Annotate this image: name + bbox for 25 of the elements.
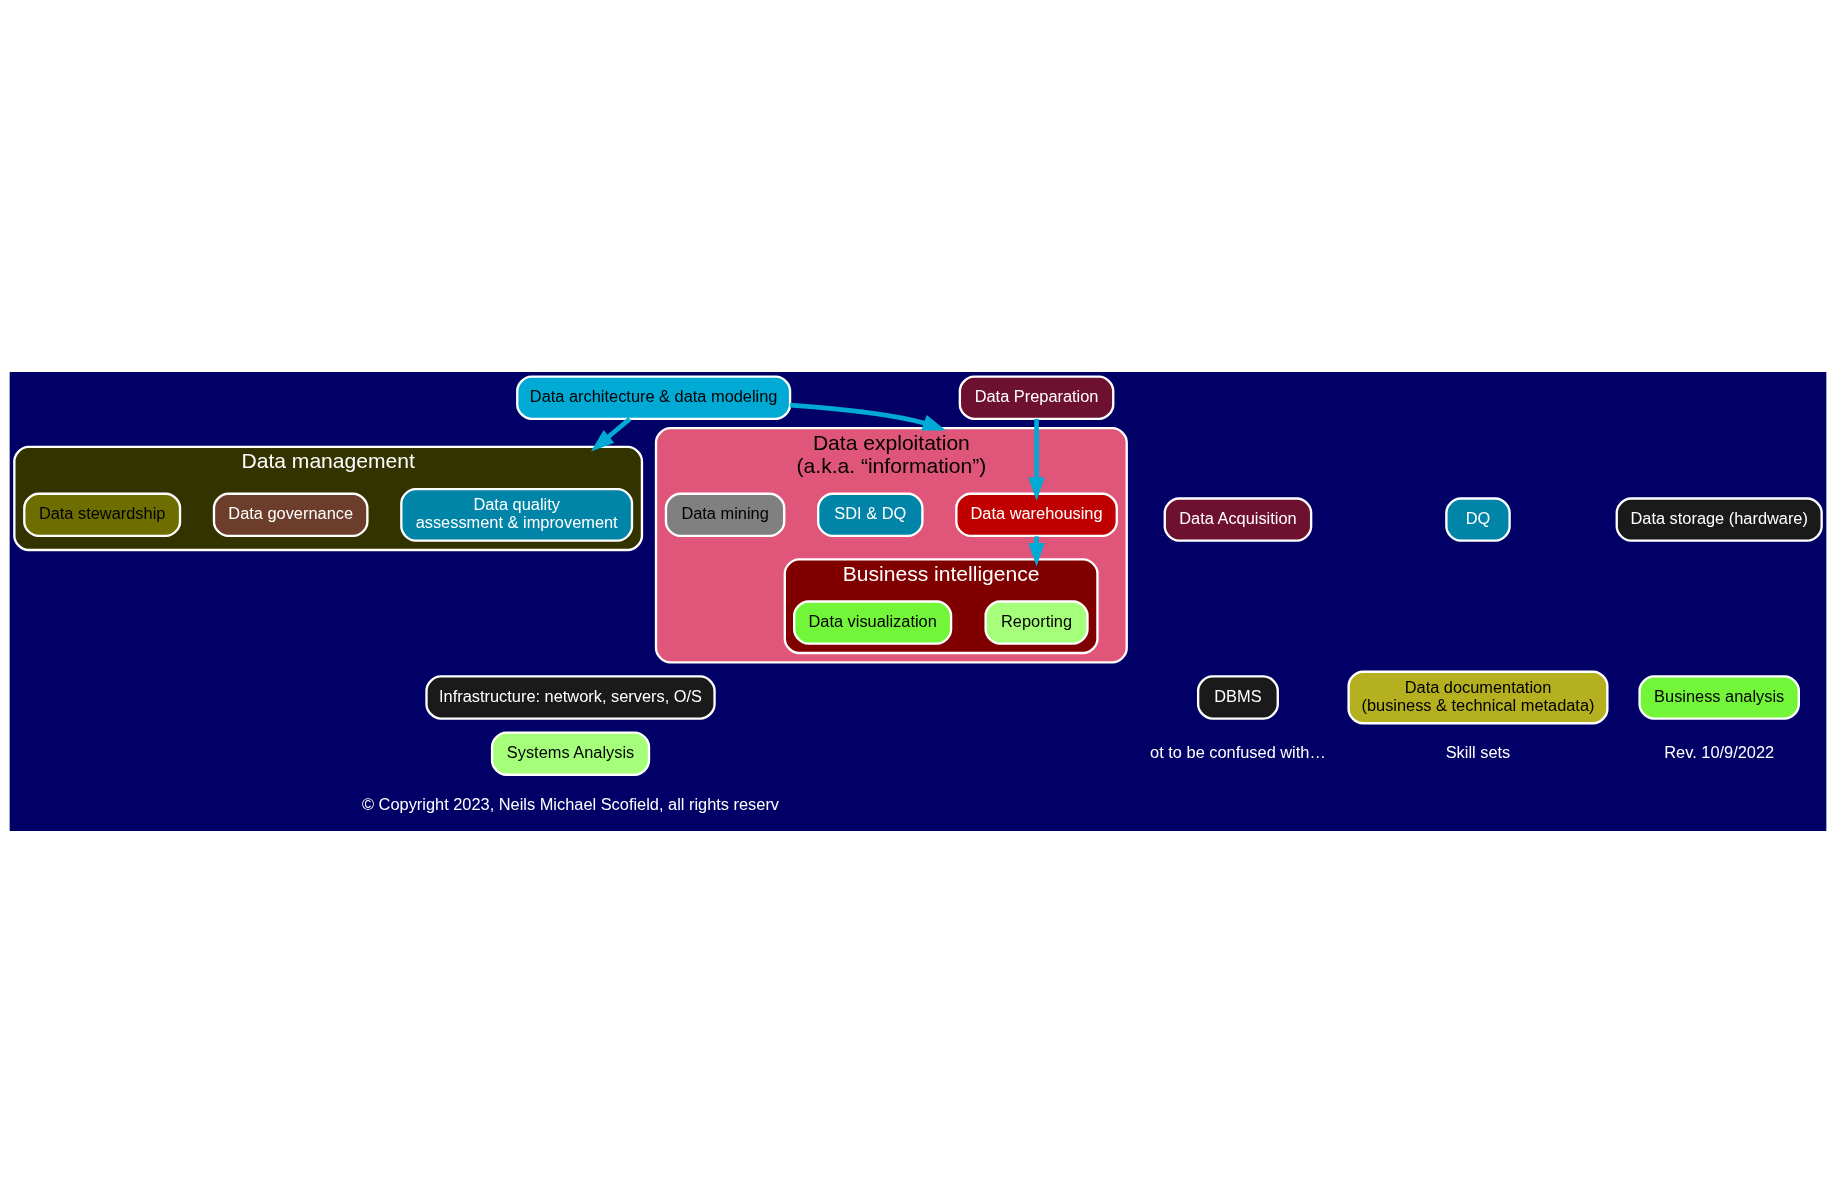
label: Skill sets [1445,743,1510,762]
node-box: Business analysis [1637,675,1800,720]
node-box: Data Preparation [958,375,1114,420]
node-box: SDI & DQ [816,492,924,538]
node-box: DQ [1444,497,1511,542]
node-box: Data architecture & data modeling [515,375,791,420]
node-box: Data storage (hardware) [1615,497,1823,542]
arrow [590,417,631,452]
arrow [789,402,946,431]
node-box: Data mining [664,492,785,538]
node-box: Systems Analysis [490,731,650,776]
label: ot to be confused with… [1149,743,1326,762]
label: Rev. 10/9/2022 [1663,743,1774,762]
node-box: Data documentation (business & technical metadata) [1346,670,1609,725]
node-box: Data warehousing [954,492,1118,538]
node-box: DBMS [1196,675,1279,720]
node-box: Data Acquisition [1163,497,1312,542]
node-box: Reporting [983,600,1089,645]
node-box: Data governance [212,492,369,538]
label: © Copyright 2023, Neils Michael Scofield, all rights reserv [361,794,779,813]
node-box: Infrastructure: network, servers, O/S [424,675,716,720]
node-box: Data visualization [792,600,952,645]
node-box: Data stewardship [22,492,181,538]
node-box: Data quality assessment & improvement [399,487,633,542]
arrow [1027,418,1045,501]
